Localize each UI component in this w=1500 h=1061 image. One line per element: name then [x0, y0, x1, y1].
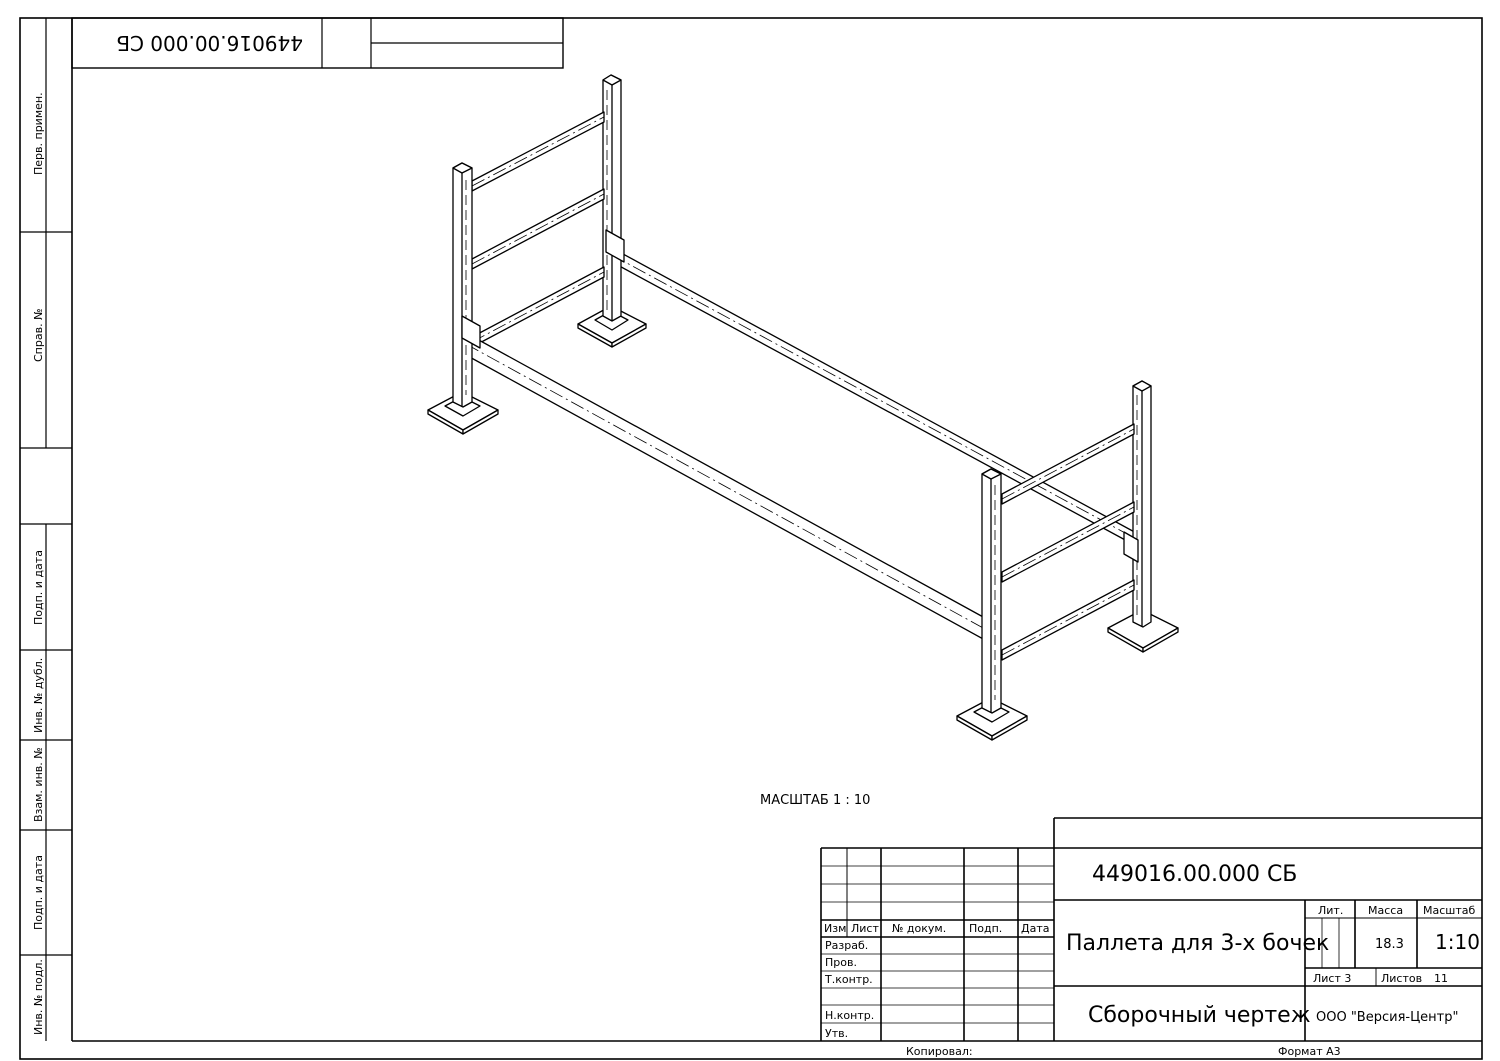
sheets-total: 11 — [1434, 972, 1448, 985]
organization: ООО "Версия-Центр" — [1316, 1010, 1458, 1025]
document-type: Сборочный чертеж — [1088, 1003, 1311, 1028]
col-izm: Изм — [824, 922, 846, 935]
drawing-title: Паллета для 3-х бочек — [1066, 931, 1329, 956]
side-label-perv: Перв. примен. — [32, 92, 45, 175]
row-razrab: Разраб. — [825, 939, 868, 952]
row-utv: Утв. — [825, 1027, 848, 1040]
copied-label: Копировал: — [906, 1045, 973, 1058]
back-long-beam — [611, 247, 1141, 549]
sheet-number: Лист 3 — [1313, 972, 1351, 985]
bracket-back-left — [605, 229, 625, 263]
col-doc-number: № докум. — [892, 922, 946, 935]
format-label: Формат А3 — [1278, 1045, 1341, 1058]
lit-label: Лит. — [1318, 904, 1343, 917]
row-tkontr: Т.контр. — [824, 973, 873, 986]
drawing-frame — [19, 17, 1483, 1060]
mass-value: 18.3 — [1375, 937, 1404, 952]
side-label-inv-podl: Инв. № подл. — [32, 959, 45, 1035]
side-strip: Перв. примен. Справ. № Подп. и дата Инв.… — [20, 18, 72, 1041]
right-end-rails — [1001, 423, 1135, 661]
sheets-total-label: Листов — [1381, 972, 1422, 985]
side-label-vzam: Взам. инв. № — [32, 747, 45, 822]
title-block-text: 449016.00.000 СБ Паллета для 3-х бочек С… — [824, 862, 1480, 1058]
col-list: Лист — [851, 922, 879, 935]
post-front-right — [956, 468, 1028, 741]
post-back-right — [1107, 380, 1179, 653]
post-back-left — [577, 74, 647, 348]
row-nkontr: Н.контр. — [825, 1009, 874, 1022]
bracket-back-right — [1123, 531, 1139, 563]
mass-label: Масса — [1368, 904, 1403, 917]
side-label-podp-1: Подп. и дата — [32, 550, 45, 625]
bracket-front-left — [461, 315, 481, 349]
designation: 449016.00.000 СБ — [1092, 862, 1297, 887]
top-designation-box: 449016.00.000 СБ — [71, 17, 564, 69]
pallet-assembly — [427, 74, 1179, 741]
side-label-podp-2: Подп. и дата — [32, 855, 45, 930]
side-label-sprav: Справ. № — [32, 308, 45, 362]
title-block — [820, 817, 1482, 1041]
designation-rotated: 449016.00.000 СБ — [116, 31, 303, 55]
col-date: Дата — [1021, 922, 1049, 935]
side-label-inv-dubl: Инв. № дубл. — [32, 658, 45, 733]
left-end-rails — [471, 111, 605, 348]
scale-value: 1:10 — [1435, 930, 1480, 954]
post-front-left — [427, 162, 499, 435]
row-prov: Пров. — [825, 956, 857, 969]
scale-label: Масштаб — [1423, 904, 1475, 917]
view-scale-label: МАСШТАБ 1 : 10 — [760, 793, 870, 808]
front-long-beam — [465, 332, 986, 641]
col-signature: Подп. — [969, 922, 1002, 935]
